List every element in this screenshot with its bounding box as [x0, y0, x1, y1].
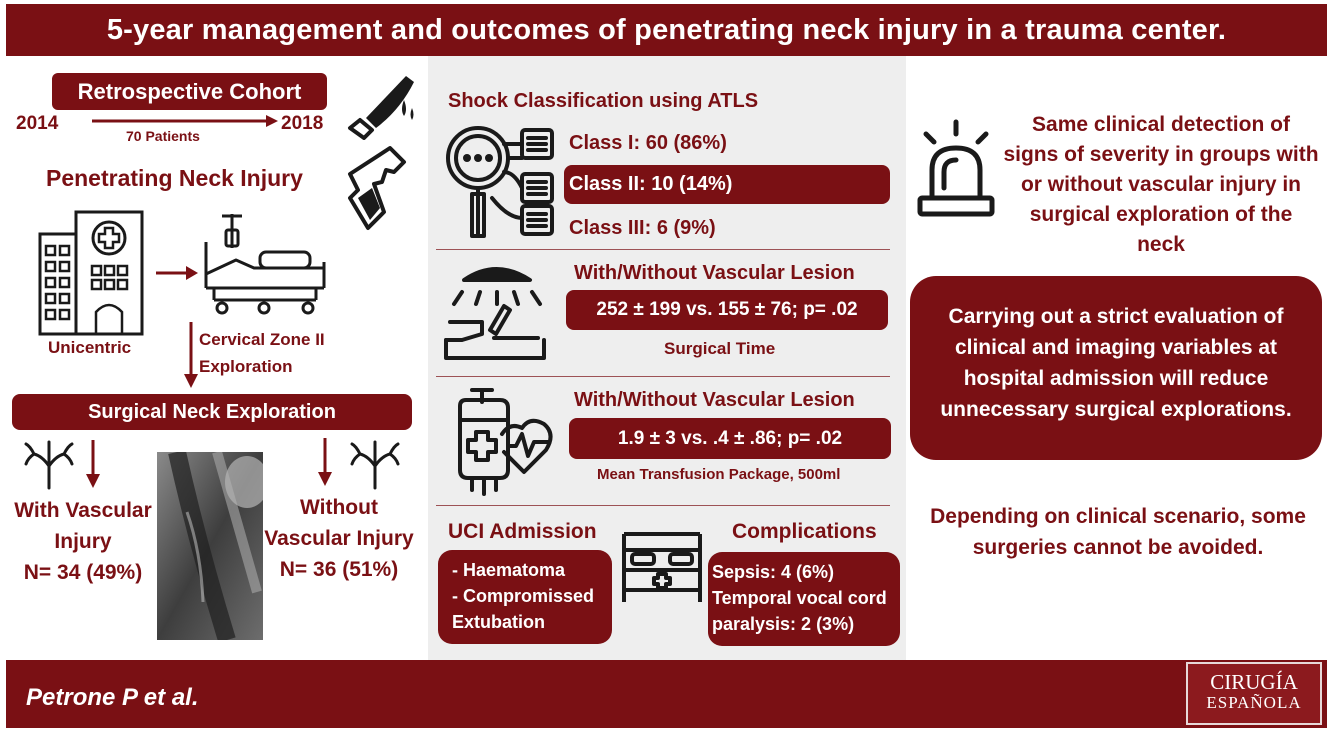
year-end: 2018 — [281, 113, 324, 134]
uci-title: UCI Admission — [448, 520, 597, 543]
class3-label: Class III: 6 (9%) — [569, 217, 716, 239]
divider-3 — [436, 505, 890, 506]
complications-line-1: Sepsis: 4 (6%) — [712, 562, 835, 582]
without-line1: Without — [300, 496, 378, 519]
without-line2: Vascular Injury — [264, 527, 414, 550]
arrow-down-right-icon — [318, 438, 332, 486]
zone-line2: Exploration — [199, 357, 293, 376]
footer-banner — [6, 660, 1327, 728]
uci-item-3: Extubation — [452, 612, 545, 632]
depending-line-1: Depending on clinical scenario, some — [930, 505, 1306, 528]
knife-icon — [348, 76, 414, 140]
cohort-label: Retrospective Cohort — [77, 78, 302, 104]
complications-box: Sepsis: 4 (6%) Temporal vocal cord paral… — [708, 552, 900, 646]
with-n: N= 34 (49%) — [23, 561, 143, 584]
lesion-title-1: With/Without Vascular Lesion — [574, 262, 855, 284]
complications-line-2: Temporal vocal cord — [712, 588, 887, 608]
blood-bag-icon — [458, 388, 553, 496]
strict-line-3: hospital admission will reduce — [963, 367, 1269, 390]
logo-line-1: CIRUGÍA — [1210, 670, 1298, 694]
complications-title: Complications — [732, 520, 877, 543]
detection-line-3: or without vascular injury in — [1020, 173, 1302, 196]
arrow-down-icon — [184, 322, 198, 388]
transfusion-value: 1.9 ± 3 vs. .4 ± .86; p= .02 — [617, 427, 843, 449]
divider-1 — [436, 249, 890, 250]
magnifier-list-icon — [446, 126, 554, 238]
with-line1: With Vascular — [14, 499, 152, 522]
hospital-bed-icon — [204, 214, 326, 315]
surgical-photo — [157, 452, 263, 640]
strict-line-2: clinical and imaging variables at — [954, 336, 1278, 359]
title-banner: 5-year management and outcomes of penetr… — [6, 4, 1327, 56]
strict-line-1: Carrying out a strict evaluation of — [948, 305, 1284, 328]
author-credit: Petrone P et al. — [26, 684, 199, 711]
surgical-time-value: 252 ± 199 vs. 155 ± 76; p= .02 — [596, 299, 858, 320]
with-vascular-block: With Vascular Injury N= 34 (49%) — [8, 495, 158, 588]
uci-box: - Haematoma - Compromissed Extubation — [438, 550, 612, 644]
detection-line-5: neck — [1137, 233, 1185, 256]
logo-line-2: ESPAÑOLA — [1206, 693, 1302, 712]
blood-vessel-icon — [24, 440, 74, 490]
strict-evaluation-box: Carrying out a strict evaluation of clin… — [910, 276, 1322, 460]
cohort-badge: Retrospective Cohort — [52, 73, 327, 110]
shock-title: Shock Classification using ATLS — [448, 90, 759, 112]
injury-title: Penetrating Neck Injury — [46, 165, 303, 191]
exploration-badge: Surgical Neck Exploration — [12, 394, 412, 430]
uci-item-1: - Haematoma — [452, 560, 566, 580]
surgical-time-caption: Surgical Time — [664, 339, 776, 358]
detection-line-2: signs of severity in groups with — [1003, 143, 1319, 166]
gun-icon — [348, 146, 406, 230]
page-title: 5-year management and outcomes of penetr… — [106, 13, 1227, 46]
transfusion-caption: Mean Transfusion Package, 500ml — [597, 466, 841, 483]
surgical-time-badge: 252 ± 199 vs. 155 ± 76; p= .02 — [566, 290, 888, 330]
class2-badge: Class II: 10 (14%) — [564, 165, 890, 204]
zone-label: Cervical Zone II Exploration — [199, 326, 325, 380]
without-n: N= 36 (51%) — [279, 558, 399, 581]
arrow-down-left-icon — [86, 440, 100, 488]
exploration-label: Surgical Neck Exploration — [88, 400, 336, 423]
icu-bed-icon — [622, 532, 702, 602]
with-line2: Injury — [54, 530, 112, 553]
patients-count: 70 Patients — [126, 128, 200, 144]
alarm-siren-icon — [917, 119, 995, 217]
class2-label: Class II: 10 (14%) — [569, 173, 733, 195]
depending-text: Depending on clinical scenario, some sur… — [912, 501, 1324, 563]
complications-line-3: paralysis: 2 (3%) — [712, 614, 855, 634]
logo-subtitle-rule — [1188, 712, 1320, 718]
journal-logo: CIRUGÍA ESPAÑOLA — [1186, 662, 1322, 725]
depending-line-2: surgeries cannot be avoided. — [972, 536, 1264, 559]
transfusion-badge: 1.9 ± 3 vs. .4 ± .86; p= .02 — [569, 418, 891, 459]
lesion-title-2: With/Without Vascular Lesion — [574, 389, 855, 411]
class1-label: Class I: 60 (86%) — [569, 132, 727, 154]
divider-2 — [436, 376, 890, 377]
zone-line1: Cervical Zone II — [199, 330, 325, 349]
year-start: 2014 — [16, 113, 59, 134]
hospital-icon — [38, 210, 144, 336]
arrow-right-icon — [156, 266, 198, 280]
uci-item-2: - Compromissed — [452, 586, 595, 606]
strict-line-4: unnecessary surgical explorations. — [940, 398, 1292, 421]
detection-line-4: surgical exploration of the — [1029, 203, 1293, 226]
timeline-arrow-icon — [92, 115, 278, 127]
blood-vessel-icon-right — [350, 440, 400, 490]
surgery-lamp-icon — [444, 267, 546, 360]
unicentric-label: Unicentric — [48, 338, 132, 357]
detection-line-1: Same clinical detection of — [1032, 113, 1290, 136]
without-vascular-block: Without Vascular Injury N= 36 (51%) — [254, 492, 424, 585]
detection-text: Same clinical detection of signs of seve… — [998, 110, 1324, 260]
